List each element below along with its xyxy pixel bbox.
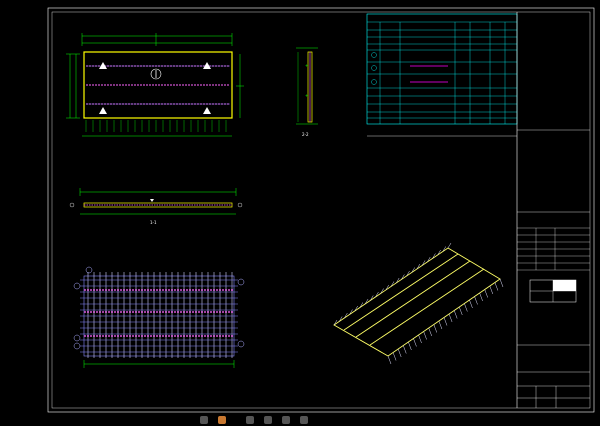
rebar-grid-horizontal-bars (80, 279, 238, 353)
iso-tick (359, 302, 364, 308)
plan-bottom-ticks (85, 120, 227, 132)
lift-point-marker (99, 107, 107, 114)
outer-frame (47, 7, 595, 413)
iso-tick (387, 355, 392, 365)
iso-tick (418, 334, 422, 344)
iso-tick (499, 278, 504, 288)
iso-tick (459, 306, 463, 316)
iso-tick (494, 282, 499, 291)
toolbar-button[interactable] (200, 416, 208, 424)
toolbar-button[interactable] (246, 416, 254, 424)
section-1-1-label: 1-1 (150, 220, 157, 225)
iso-tick (338, 316, 343, 322)
key-plan-highlight (553, 280, 576, 291)
iso-tick (364, 298, 369, 305)
iso-tick (479, 292, 483, 302)
iso-tick (385, 284, 390, 291)
iso-tick (397, 348, 402, 358)
toolbar-button[interactable] (264, 416, 272, 424)
iso-tick (411, 267, 415, 273)
toolbar-button[interactable] (282, 416, 290, 424)
iso-tick (423, 331, 427, 340)
iso-tick (437, 249, 441, 256)
iso-tick (395, 277, 400, 284)
iso-tick (443, 317, 448, 326)
iso-tick (469, 299, 473, 309)
grid-axis-bubble (73, 342, 81, 350)
iso-tick (438, 320, 443, 330)
bottom-toolbar (200, 414, 308, 426)
iso-tick (464, 303, 468, 312)
iso-tick (432, 253, 436, 259)
grid-axis-bubble (237, 340, 245, 348)
iso-tick (370, 295, 374, 301)
iso-tick (427, 256, 431, 263)
iso-tick (406, 270, 410, 277)
lift-point-marker (99, 62, 107, 69)
iso-tick (489, 285, 494, 295)
iso-tick (416, 263, 421, 270)
iso-tick (354, 305, 358, 312)
iso-tick (447, 242, 452, 249)
iso-tick (375, 291, 379, 298)
iso-tick (333, 319, 338, 326)
toolbar-button-active[interactable] (218, 416, 226, 424)
rebar-grid-plan (73, 266, 245, 368)
rebar-grid-vertical-bars (87, 272, 233, 358)
iso-tick (448, 313, 453, 323)
title-block (516, 12, 590, 408)
north-arrow-icon (150, 68, 162, 80)
inner-frame (51, 11, 591, 409)
iso-rebar-ticks (333, 242, 504, 365)
plan-view (66, 33, 244, 137)
iso-tick (349, 309, 353, 315)
section-2-2-label: 2-2 (302, 132, 309, 137)
toolbar-button[interactable] (300, 416, 308, 424)
iso-tick (474, 296, 478, 305)
iso-tick (442, 246, 447, 252)
iso-tick (344, 312, 348, 319)
iso-tick (433, 324, 438, 333)
lift-point-marker (203, 62, 211, 69)
iso-tick (428, 327, 432, 337)
svg-text:+: + (305, 93, 308, 98)
isometric-view (333, 242, 504, 365)
section-2-2: + + 2-2 (296, 47, 318, 137)
section-1-1: 1-1 (69, 188, 243, 225)
svg-text:+: + (305, 63, 308, 68)
iso-tick (392, 352, 397, 361)
iso-tick (453, 310, 458, 319)
iso-tick (403, 345, 407, 354)
grid-axis-bubble (73, 282, 81, 290)
plan-slab-outline (83, 51, 233, 119)
iso-tick (380, 288, 384, 294)
iso-tick (401, 274, 405, 280)
iso-tick (421, 260, 426, 266)
iso-tick (390, 281, 395, 287)
grid-axis-bubble (73, 334, 81, 342)
grid-axis-bubble (85, 266, 93, 274)
grid-axis-bubble (237, 278, 245, 286)
iso-tick (408, 341, 412, 351)
iso-tick (413, 338, 417, 347)
lift-point-marker (203, 107, 211, 114)
iso-tick (484, 289, 488, 298)
